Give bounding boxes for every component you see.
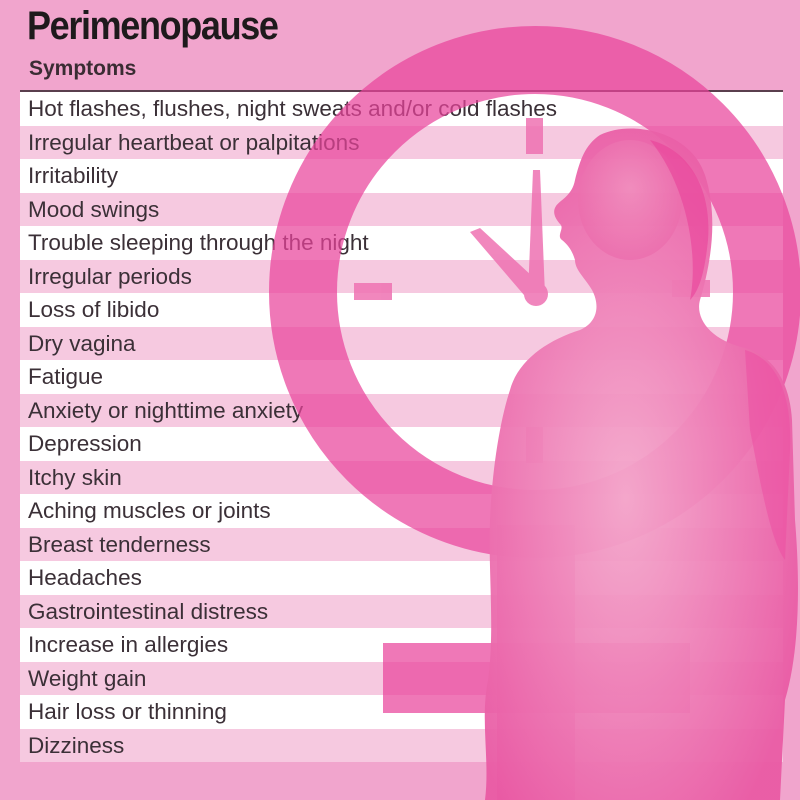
list-item: Mood swings bbox=[20, 192, 783, 226]
section-subtitle: Symptoms bbox=[29, 57, 137, 80]
list-item: Aching muscles or joints bbox=[20, 494, 783, 528]
symptoms-list: Hot flashes, flushes, night sweats and/o… bbox=[20, 92, 783, 762]
list-item: Dry vagina bbox=[20, 326, 783, 360]
list-item: Fatigue bbox=[20, 360, 783, 394]
list-item: Itchy skin bbox=[20, 460, 783, 494]
list-item: Dizziness bbox=[20, 728, 783, 762]
list-item: Depression bbox=[20, 427, 783, 461]
list-item: Anxiety or nighttime anxiety bbox=[20, 393, 783, 427]
list-item: Loss of libido bbox=[20, 293, 783, 327]
list-item: Breast tenderness bbox=[20, 527, 783, 561]
list-item: Irregular heartbeat or palpitations bbox=[20, 125, 783, 159]
list-item: Irregular periods bbox=[20, 259, 783, 293]
list-item: Irritability bbox=[20, 159, 783, 193]
list-item: Headaches bbox=[20, 561, 783, 595]
list-item: Gastrointestinal distress bbox=[20, 594, 783, 628]
list-item: Increase in allergies bbox=[20, 628, 783, 662]
list-item: Hair loss or thinning bbox=[20, 695, 783, 729]
page-title: Perimenopause bbox=[27, 4, 279, 48]
list-item: Trouble sleeping through the night bbox=[20, 226, 783, 260]
list-item: Weight gain bbox=[20, 661, 783, 695]
list-item: Hot flashes, flushes, night sweats and/o… bbox=[20, 92, 783, 126]
